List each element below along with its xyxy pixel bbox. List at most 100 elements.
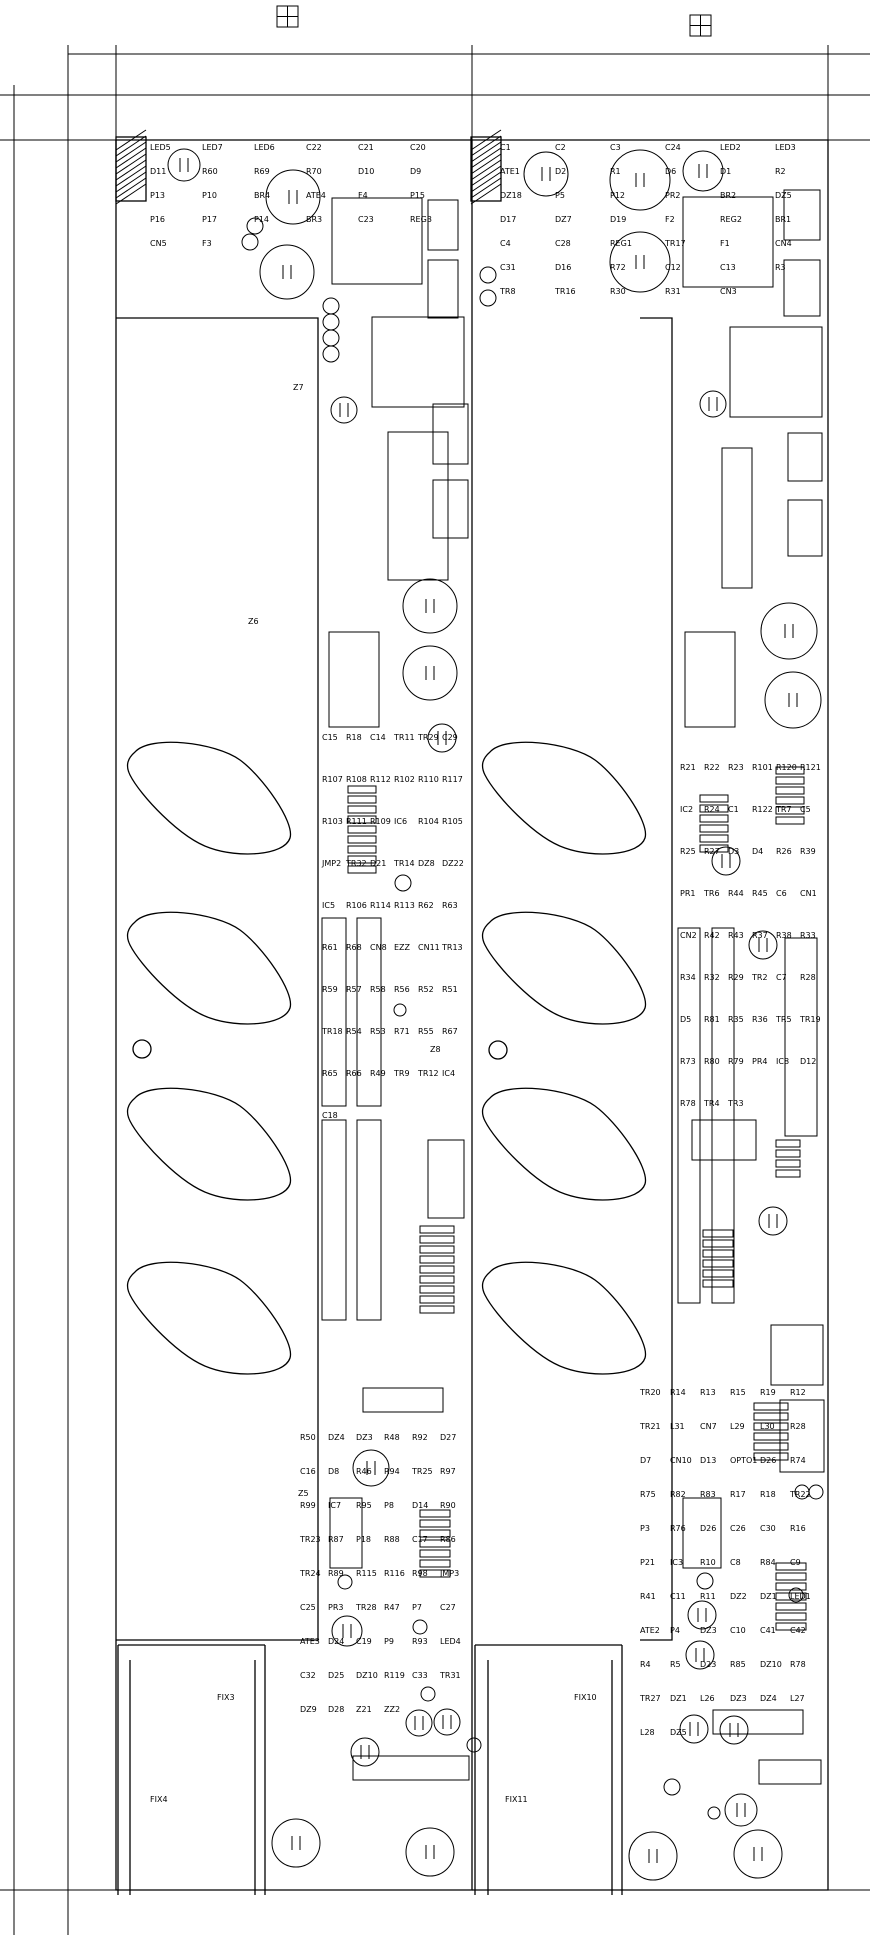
ic-body xyxy=(427,199,459,251)
ic-body xyxy=(331,197,423,285)
left-top-label: R70 xyxy=(306,167,322,176)
fixture-label: FIX10 xyxy=(574,1693,597,1702)
capacitor-body xyxy=(350,1737,380,1767)
left-bottom-label: D24 xyxy=(328,1637,344,1646)
left-bottom-label: D8 xyxy=(328,1467,339,1476)
pad xyxy=(394,874,412,892)
capacitor-body xyxy=(748,930,778,960)
left-top-label: P16 xyxy=(150,215,165,224)
hatch-line xyxy=(115,177,147,199)
resistor-body xyxy=(702,1269,734,1278)
right-mid-label: TR6 xyxy=(703,889,720,898)
pad xyxy=(393,1003,407,1017)
ic-body xyxy=(677,927,701,1304)
right-mid-label: R33 xyxy=(800,931,816,940)
resistor-body xyxy=(419,1519,451,1528)
resistor-body xyxy=(775,766,805,775)
left-mid-label: R106 xyxy=(346,901,367,910)
resistor-body xyxy=(419,1569,451,1578)
right-mid-label: R22 xyxy=(704,763,720,772)
left-bottom-label: C19 xyxy=(356,1637,372,1646)
left-bottom-label: R86 xyxy=(440,1535,456,1544)
right-bottom-label: R11 xyxy=(700,1592,716,1601)
bottom-channels xyxy=(117,1644,623,1895)
right-mid-label: IC8 xyxy=(776,1057,789,1066)
left-mid-label: TR14 xyxy=(393,859,415,868)
capacitor-body xyxy=(699,390,727,418)
left-top-label: D9 xyxy=(410,167,421,176)
right-top-label: D17 xyxy=(500,215,516,224)
right-mid-label: R23 xyxy=(728,763,744,772)
left-bottom-label: R87 xyxy=(328,1535,344,1544)
right-bottom-label: R12 xyxy=(790,1388,806,1397)
right-mid-label: R78 xyxy=(680,1099,696,1108)
right-bottom-label: ATE2 xyxy=(640,1626,660,1635)
ic-body xyxy=(329,1497,363,1569)
pad xyxy=(322,329,340,347)
capacitor-body xyxy=(682,150,724,192)
right-bottom-label: R82 xyxy=(670,1490,686,1499)
left-bottom-label: P9 xyxy=(384,1637,394,1646)
resistor-body xyxy=(775,1602,807,1611)
right-mid-label: R43 xyxy=(728,931,744,940)
hatch-line xyxy=(115,147,147,169)
right-mid-label: PR4 xyxy=(752,1057,767,1066)
left-mid-label: R113 xyxy=(394,901,415,910)
left-mid-label: TR32 xyxy=(345,859,367,868)
right-mid-label: D3 xyxy=(728,847,739,856)
right-bottom-label: R10 xyxy=(700,1558,716,1567)
right-bottom-label: TR20 xyxy=(639,1388,661,1397)
right-mid-label: CN1 xyxy=(800,889,817,898)
pad xyxy=(241,233,259,251)
left-top-label: F3 xyxy=(202,239,212,248)
capacitor-body xyxy=(685,1640,715,1670)
right-top-label: D16 xyxy=(555,263,571,272)
left-bottom-label: D14 xyxy=(412,1501,428,1510)
right-bottom-label: R41 xyxy=(640,1592,656,1601)
resistor-body xyxy=(775,1169,801,1178)
left-mid-label: R52 xyxy=(418,985,434,994)
left-mid-label: DZ22 xyxy=(442,859,464,868)
right-bottom-label: OPTO1 xyxy=(730,1456,757,1465)
capacitor-body xyxy=(679,1714,709,1744)
right-mid-label: R26 xyxy=(776,847,792,856)
resistor-body xyxy=(702,1239,734,1248)
left-bottom-label: C33 xyxy=(412,1671,428,1680)
pad xyxy=(808,1484,824,1500)
right-bottom-label: C30 xyxy=(760,1524,776,1533)
resistor-body xyxy=(419,1265,455,1274)
left-bottom-label: DZ3 xyxy=(356,1433,373,1442)
resistor-body xyxy=(775,1612,807,1621)
resistor-body xyxy=(775,1622,807,1631)
zone-label: Z8 xyxy=(430,1045,441,1054)
left-bottom-label: TR31 xyxy=(439,1671,461,1680)
resistor-body xyxy=(419,1509,451,1518)
capacitor-body xyxy=(402,645,458,701)
right-bottom-label: R78 xyxy=(790,1660,806,1669)
right-bottom-label: L28 xyxy=(640,1728,655,1737)
right-top-label: TR8 xyxy=(499,287,516,296)
pad xyxy=(337,1574,353,1590)
left-top-label: R60 xyxy=(202,167,218,176)
ic-body xyxy=(682,1497,722,1569)
right-top-label: C24 xyxy=(665,143,681,152)
left-top-label: BR3 xyxy=(306,215,322,224)
hatch-line xyxy=(115,141,147,163)
ic-body xyxy=(711,927,735,1304)
right-top-label: P5 xyxy=(555,191,565,200)
right-mid-label: R34 xyxy=(680,973,696,982)
left-bottom-label: C27 xyxy=(440,1603,456,1612)
right-bottom-label: C42 xyxy=(790,1626,806,1635)
right-top-label: TR17 xyxy=(664,239,686,248)
ic-body xyxy=(387,431,449,581)
pad xyxy=(412,1619,428,1635)
hatch-line xyxy=(115,183,147,205)
resistor-body xyxy=(753,1452,789,1461)
right-mid-label: R24 xyxy=(704,805,720,814)
right-bottom-label: R4 xyxy=(640,1660,651,1669)
right-bottom-label: R14 xyxy=(670,1388,686,1397)
right-bottom-label: C26 xyxy=(730,1524,746,1533)
right-mid-label: C7 xyxy=(776,973,787,982)
left-mid-label: R105 xyxy=(442,817,463,826)
right-bottom-label: C41 xyxy=(760,1626,776,1635)
